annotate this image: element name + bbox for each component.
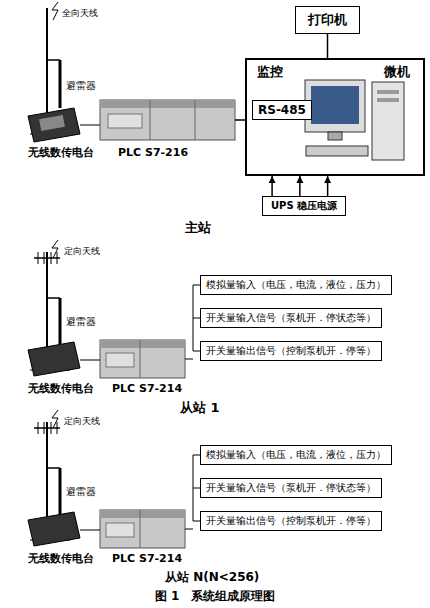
node-text: 开关量输出信号（控制泵机开．停等） xyxy=(206,515,376,527)
node-text: 模拟量输入（电压，电流，液位，压力） xyxy=(206,279,386,291)
node-text: 微机 xyxy=(384,64,410,80)
signal-box: 模拟量输入（电压，电流，液位，压力） xyxy=(200,275,392,295)
arrester-label: 避雷器 xyxy=(66,316,96,328)
node-text: 监控 xyxy=(257,64,283,80)
signal-box: 开关量输出信号（控制泵机开．停等） xyxy=(200,511,382,531)
plc-label: PLC S7-214 xyxy=(112,552,182,565)
arrow-head xyxy=(324,176,331,183)
figure-caption: 图 1 系统组成原理图 xyxy=(0,589,430,603)
radio-label: 无线数传电台 xyxy=(28,382,94,395)
signal-box: 开关量输入信号（泵机开．停状态等） xyxy=(200,478,382,498)
main-radio xyxy=(28,108,80,142)
antenna-label: 定向天线 xyxy=(64,416,100,427)
slave-station-n-art xyxy=(28,410,200,548)
plc-s7-216 xyxy=(80,100,245,140)
arrester-label: 避雷器 xyxy=(66,486,96,498)
signal-box: 开关量输出信号（控制泵机开．停等） xyxy=(200,341,382,361)
arrester-label: 避雷器 xyxy=(66,80,96,92)
station-caption: 从站 1 xyxy=(180,400,220,416)
computer-monitor xyxy=(305,80,404,160)
antenna-label: 全向天线 xyxy=(62,8,98,19)
ups-power-box: UPS 稳压电源 xyxy=(262,196,346,216)
arrow-head xyxy=(296,176,303,183)
main-arrester xyxy=(47,60,60,108)
node-text: 模拟量输入（电压，电流，液位，压力） xyxy=(206,449,386,461)
antenna-label: 定向天线 xyxy=(64,246,100,257)
node-text: 开关量输入信号（泵机开．停状态等） xyxy=(206,312,376,324)
node-text: UPS 稳压电源 xyxy=(271,200,337,212)
node-text: 开关量输出信号（控制泵机开．停等） xyxy=(206,345,376,357)
connector xyxy=(269,176,332,196)
station-caption: 主站 xyxy=(185,220,211,236)
connector-line xyxy=(327,34,329,58)
node-text: RS-485 xyxy=(258,103,306,117)
rs485-box: RS-485 xyxy=(252,100,312,120)
monitoring-computer-box: 监控 微机 RS-485 xyxy=(245,58,425,176)
node-text: 开关量输入信号（泵机开．停状态等） xyxy=(206,482,376,494)
printer-box: 打印机 xyxy=(295,6,360,34)
connector xyxy=(327,34,328,58)
radio-label: 无线数传电台 xyxy=(28,552,94,565)
node-text: 打印机 xyxy=(308,12,347,28)
plc-label: PLC S7-214 xyxy=(112,382,182,395)
arrow-head xyxy=(269,176,276,183)
signal-box: 开关量输入信号（泵机开．停状态等） xyxy=(200,308,382,328)
slave-station-1-art xyxy=(28,240,200,378)
signal-box: 模拟量输入（电压，电流，液位，压力） xyxy=(200,445,392,465)
radio-label: 无线数传电台 xyxy=(28,146,94,159)
station-caption: 从站 N(N<256) xyxy=(165,570,259,584)
plc-label: PLC S7-216 xyxy=(118,146,188,159)
